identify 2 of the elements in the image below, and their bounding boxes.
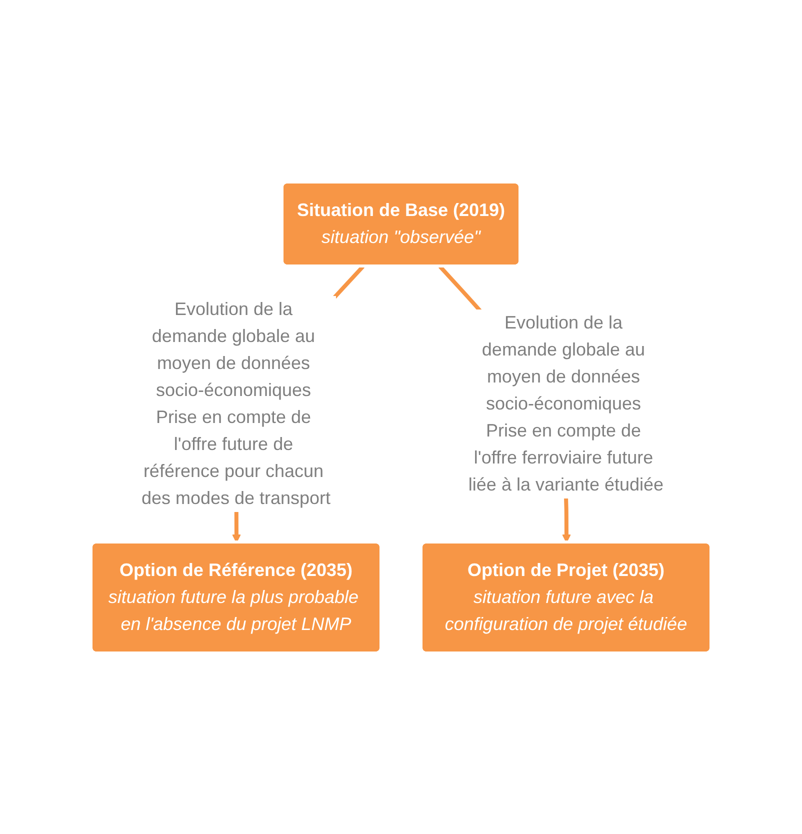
edge-label: Evolution de la demande globale au moyen de données socio-économiques Prise en compte de l'offre ferroviaire future liée à la variante étudiée [468,312,664,494]
edge-label: Evolution de la demande globale au moyen de données socio-économiques Prise en compte de l'offre future de référence pour chacun des modes de transport [141,298,331,508]
